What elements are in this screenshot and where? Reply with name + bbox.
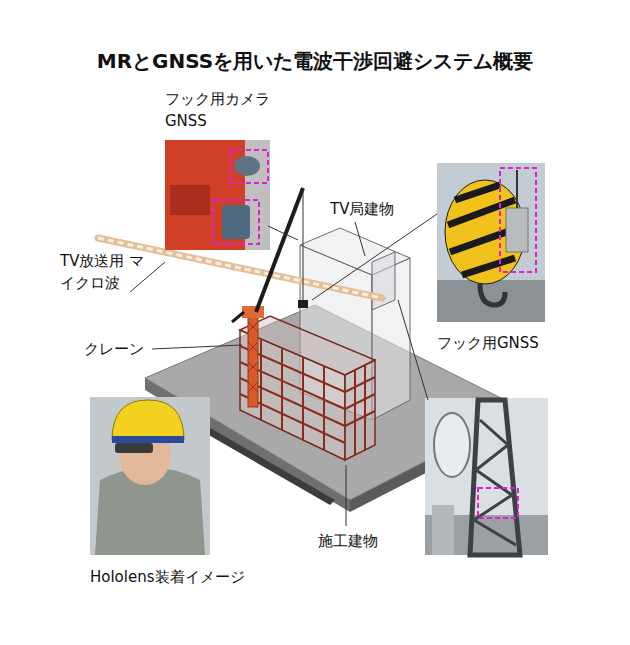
- rooftop: [437, 280, 545, 322]
- hook: [480, 284, 505, 305]
- helmet: [112, 400, 184, 440]
- crane-hook: [298, 300, 308, 308]
- photo-background: [90, 397, 210, 555]
- microwave-dish: [434, 413, 470, 477]
- leader-line: [268, 226, 298, 240]
- label-box: クレーン: [84, 338, 144, 360]
- crane-cab: [242, 306, 264, 318]
- construction-building: [240, 316, 375, 460]
- helmet-band: [112, 436, 184, 443]
- highlight-box: [230, 150, 268, 183]
- callout-label: TV放送用 マイクロ波: [60, 250, 145, 294]
- label-box: 施工建物: [318, 530, 378, 552]
- callout-label: クレーン: [84, 338, 144, 360]
- frame-grid: [240, 339, 375, 455]
- hololens-visor: [115, 443, 153, 453]
- callout-label: 施工建物: [318, 530, 378, 552]
- red-machinery: [170, 185, 210, 215]
- camera-unit: [222, 205, 250, 239]
- crane-lattice: [248, 322, 258, 392]
- crane-mast: [248, 312, 258, 407]
- title-box: MRとGNSSを用いた電波干渉回避システム概要: [0, 48, 630, 75]
- leader-lines: [130, 214, 437, 526]
- label-box: フック用カメラ GNSS: [165, 88, 283, 132]
- callout-label: TV局建物: [330, 198, 394, 220]
- title: MRとGNSSを用いた電波干渉回避システム概要: [97, 49, 533, 73]
- callout-label: フック用GNSS: [437, 332, 539, 354]
- gnss-antenna: [516, 170, 518, 208]
- highlight-box: [213, 200, 259, 244]
- gnss-box: [506, 208, 528, 252]
- building-tower: [372, 252, 395, 310]
- highlight-box: [500, 168, 536, 272]
- label-box: Hololens装着イメージ: [90, 566, 245, 588]
- crane-counter-jib: [232, 312, 244, 322]
- leader-line: [312, 214, 437, 300]
- leader-line: [346, 465, 347, 526]
- label-box: TV局建物: [330, 198, 394, 220]
- hook-gnss-photo: [437, 163, 545, 322]
- photo-background: [437, 163, 545, 322]
- hololens-photo: [90, 397, 210, 555]
- label-box: TV放送用 マイクロ波: [60, 250, 145, 294]
- city-buildings: [432, 505, 454, 555]
- lattice-tower: [470, 400, 520, 555]
- hook-camera-photo: [165, 140, 270, 250]
- highlight-box: [478, 488, 518, 518]
- callout-label: フック用カメラ GNSS: [165, 88, 283, 132]
- photo-background: [425, 398, 548, 555]
- lattice-brace: [474, 420, 516, 545]
- leader-line: [152, 345, 242, 349]
- photo-background: [165, 140, 270, 250]
- label-box: フック用GNSS: [437, 332, 539, 354]
- antenna-photo: [425, 398, 548, 555]
- gnss-unit: [234, 156, 260, 176]
- callout-label: Hololens装着イメージ: [90, 566, 245, 588]
- leader-line: [355, 222, 365, 256]
- leader-line: [398, 300, 428, 400]
- frame-face: [345, 360, 375, 460]
- crane-cable: [303, 190, 304, 300]
